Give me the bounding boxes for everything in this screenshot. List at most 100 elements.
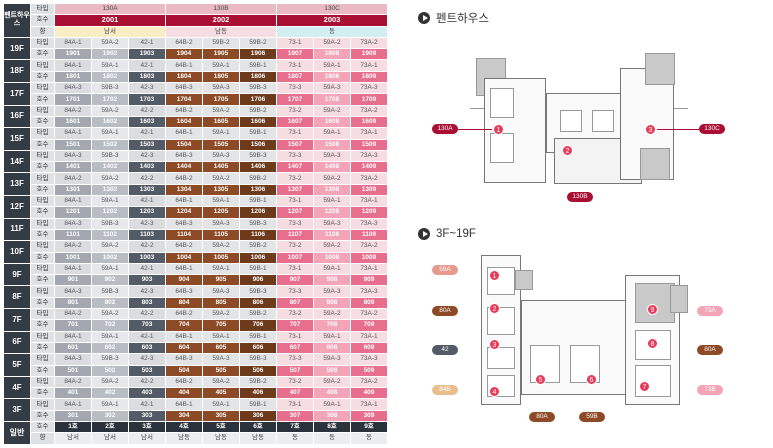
unit-type-cell: 59A-2 (202, 375, 240, 389)
unit-number-cell: 1805 (202, 70, 240, 84)
unit-number-cell: 1803 (128, 70, 166, 84)
unit-number-cell: 604 (165, 341, 203, 355)
room-label: 호수 (30, 93, 55, 106)
unit-number-cell: 905 (202, 274, 240, 287)
unit-number-cell: 1806 (239, 70, 277, 84)
type-label: 타입 (30, 2, 55, 16)
unit-type-cell: 42-3 (128, 353, 166, 366)
unit-number-cell: 1107 (276, 228, 314, 242)
unit-number-cell: 1008 (313, 251, 351, 264)
line-direction-cell: 남서 (54, 432, 92, 445)
unit-type-cell: 59B-2 (239, 172, 277, 185)
unit-type-cell: 59B-3 (91, 353, 129, 366)
unit-number-cell: 803 (128, 296, 166, 310)
unit-type-cell: 59B-1 (239, 59, 277, 72)
unit-type-cell: 59A-1 (313, 59, 351, 72)
unit-number-cell: 1303 (128, 183, 166, 197)
unit-type-cell: 59A-3 (313, 353, 351, 366)
unit-number-cell: 1405 (202, 161, 240, 174)
unit-type-cell: 73A-2 (350, 36, 388, 50)
unit-type-cell: 59A-2 (91, 172, 129, 185)
unit-type-cell: 64B-2 (165, 36, 203, 50)
type-label: 타입 (30, 375, 55, 389)
unit-number-cell: 1703 (128, 93, 166, 106)
unit-type-cell: 59B-2 (239, 240, 277, 253)
unit-type-cell: 59A-3 (202, 217, 240, 230)
unit-number-cell: 1401 (54, 161, 92, 174)
unit-number-cell: 709 (350, 319, 388, 332)
room-label: 호수 (30, 251, 55, 264)
unit-number-cell: 901 (54, 274, 92, 287)
unit-number-cell: 1802 (91, 70, 129, 84)
unit-number-cell: 1003 (128, 251, 166, 264)
ph-unit-3-marker: 3 (645, 124, 656, 135)
unit-type-cell: 84A-1 (54, 127, 92, 140)
line-number-cell: 3호 (128, 420, 166, 434)
unit-number-cell: 505 (202, 364, 240, 377)
unit-number-cell: 704 (165, 319, 203, 332)
unit-type-cell: 42-1 (128, 59, 166, 72)
unit-number-cell: 304 (165, 409, 203, 422)
room-label: 호수 (30, 319, 55, 332)
unit-type-cell: 59A-2 (313, 36, 351, 50)
penthouse-title: 펜트하우스 (436, 13, 489, 25)
unit-type-cell: 59B-3 (239, 353, 277, 366)
unit-number-cell: 1508 (313, 138, 351, 151)
unit-number-cell: 1202 (91, 206, 129, 219)
unit-type-cell: 59A-3 (202, 285, 240, 298)
label-59a: 59A (432, 265, 458, 275)
unit-3-marker: 3 (489, 339, 500, 350)
unit-number-cell: 1501 (54, 138, 92, 151)
line-direction-cell: 남동 (165, 432, 203, 445)
type-label: 타입 (30, 59, 55, 72)
unit-number-cell: 605 (202, 341, 240, 355)
unit-number-cell: 1305 (202, 183, 240, 197)
unit-number-cell: 1205 (202, 206, 240, 219)
unit-type-cell: 59A-2 (91, 36, 129, 50)
play-icon (418, 228, 430, 240)
room-label: 호수 (30, 115, 55, 129)
type-label: 타입 (30, 353, 55, 366)
unit-number-cell: 509 (350, 364, 388, 377)
unit-type-cell: 59A-1 (202, 195, 240, 208)
unit-number-cell: 707 (276, 319, 314, 332)
unit-number-cell: 306 (239, 409, 277, 422)
unit-number-cell: 1206 (239, 206, 277, 219)
unit-number-cell: 508 (313, 364, 351, 377)
unit-number-cell: 402 (91, 387, 129, 400)
unit-type-cell: 64B-1 (165, 330, 203, 343)
floor-label: 11F (3, 217, 31, 242)
unit-type-cell: 84A-2 (54, 240, 92, 253)
unit-type-cell: 73-2 (276, 308, 314, 321)
unit-number-cell: 1103 (128, 228, 166, 242)
unit-number-cell: 1804 (165, 70, 203, 84)
floor-label: 17F (3, 82, 31, 106)
line-number-cell: 5호 (202, 420, 240, 434)
type-label: 타입 (30, 217, 55, 230)
unit-number-cell: 502 (91, 364, 129, 377)
ph-label-130a: 130A (432, 124, 458, 134)
unit-table-body: 펜트하우스 타입 130A 130B 130C 호수 2001 2002 200… (3, 2, 388, 422)
unit-type-cell: 59A-1 (91, 330, 129, 343)
room-label: 호수 (30, 14, 55, 27)
unit-number-cell: 906 (239, 274, 277, 287)
unit-number-cell: 506 (239, 364, 277, 377)
unit-type-cell: 84A-3 (54, 82, 92, 95)
unit-number-cell: 1004 (165, 251, 203, 264)
unit-number-cell: 1706 (239, 93, 277, 106)
unit-6-marker: 6 (586, 374, 597, 385)
label-80a-bottom: 80A (529, 412, 555, 422)
unit-type-cell: 59A-3 (202, 353, 240, 366)
unit-type-cell: 73A-1 (350, 195, 388, 208)
unit-number-cell: 703 (128, 319, 166, 332)
room-label: 호수 (30, 161, 55, 174)
